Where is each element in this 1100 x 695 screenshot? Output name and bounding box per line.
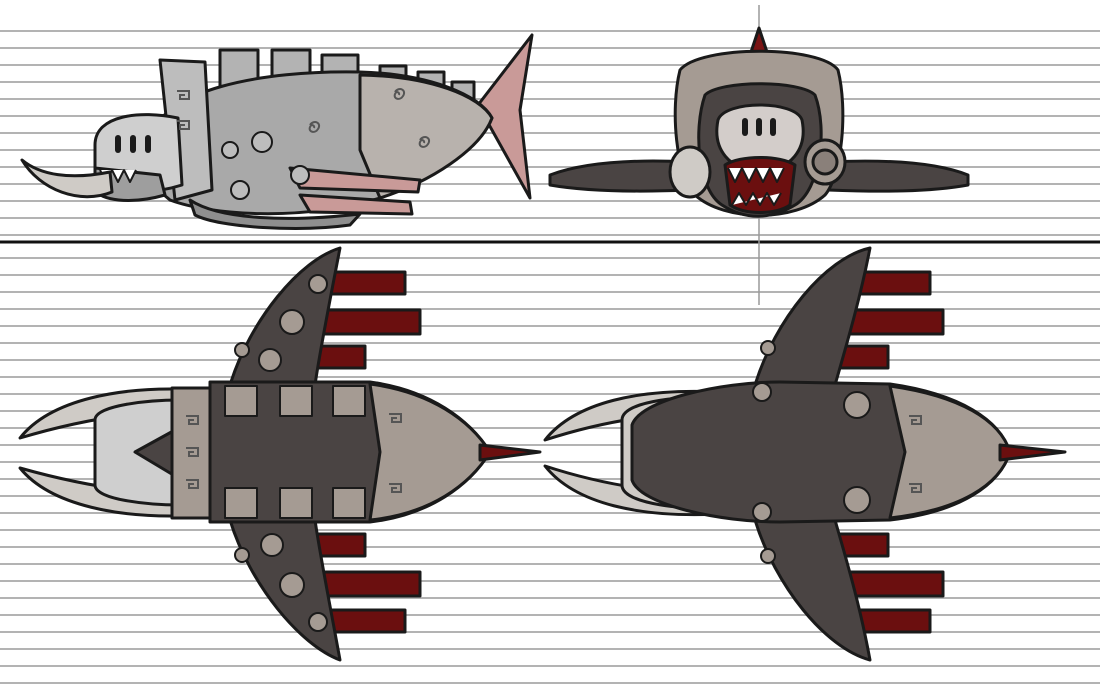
- fish-ship-top-icon: [18, 246, 542, 662]
- bottom-view: [543, 246, 1067, 662]
- side-view: [20, 33, 534, 230]
- fish-ship-side-icon: [20, 33, 534, 230]
- fish-ship-front-icon: [548, 26, 970, 218]
- front-view: [548, 26, 970, 218]
- top-view: [18, 246, 542, 662]
